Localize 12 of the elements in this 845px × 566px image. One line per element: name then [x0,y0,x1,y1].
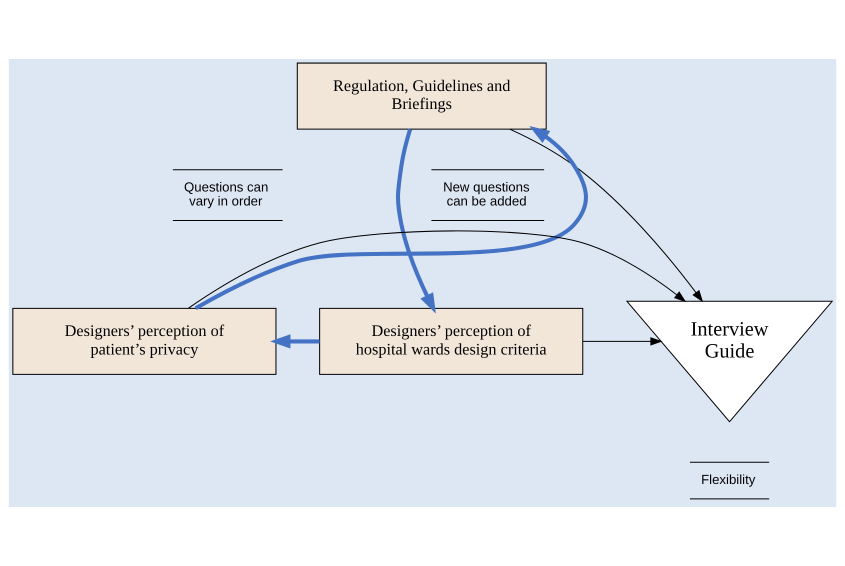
arrow [510,128,704,302]
arrow [396,128,436,314]
node-box: Regulation, Guidelines and Briefings [296,62,547,130]
arrow [194,126,588,310]
node-box: Designers’ perception of hospital wards design criteria [319,308,584,375]
label: Questions can vary in order [184,179,268,209]
arrow [582,337,663,346]
arrow [188,230,686,309]
label: Flexibility [701,472,756,488]
label: New questions can be added [443,179,530,209]
node-box: Designers’ perception of patient’s privacy [12,308,276,375]
arrow [270,334,320,349]
